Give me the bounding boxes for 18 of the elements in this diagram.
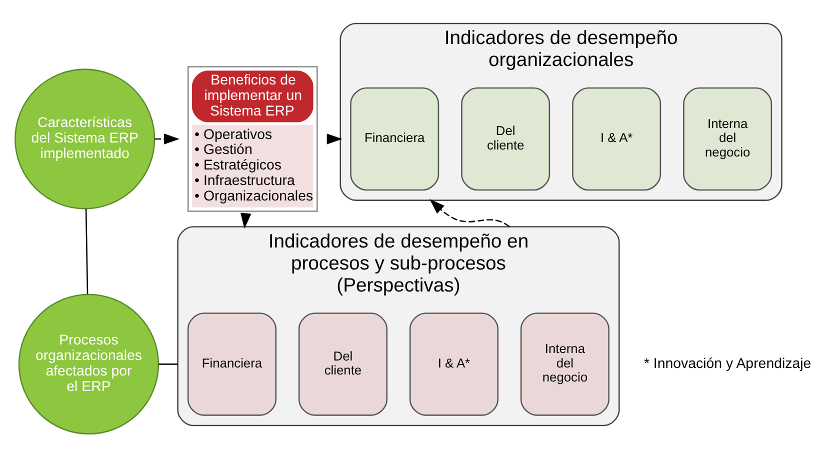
node-box: Beneficios de implementar un Sistema ERP • Operativos • Gestión • Estratégicos • Infraestructura • Organizacionales: [187, 66, 318, 212]
node-box: Interna del negocio: [520, 312, 610, 416]
node-box: I & A*: [409, 312, 498, 416]
node-box: Interna del negocio: [683, 87, 772, 191]
arrow: [154, 134, 180, 144]
node-box: I & A*: [572, 87, 662, 191]
connector: [158, 364, 178, 365]
node-box: Del cliente: [461, 87, 550, 191]
arrow: [430, 198, 510, 228]
node-circle: Características del Sistema ERP implementado: [14, 68, 156, 210]
connector: [85, 208, 88, 294]
node-box: Financiera: [350, 87, 440, 191]
label: * Innovación y Aprendizaje: [644, 356, 812, 372]
node-box: Financiera: [187, 312, 276, 416]
arrow: [326, 134, 342, 144]
arrow: [240, 212, 252, 229]
node-circle: Procesos organizacionales afectados por el ERP: [18, 294, 160, 435]
node-box: Del cliente: [298, 312, 388, 416]
